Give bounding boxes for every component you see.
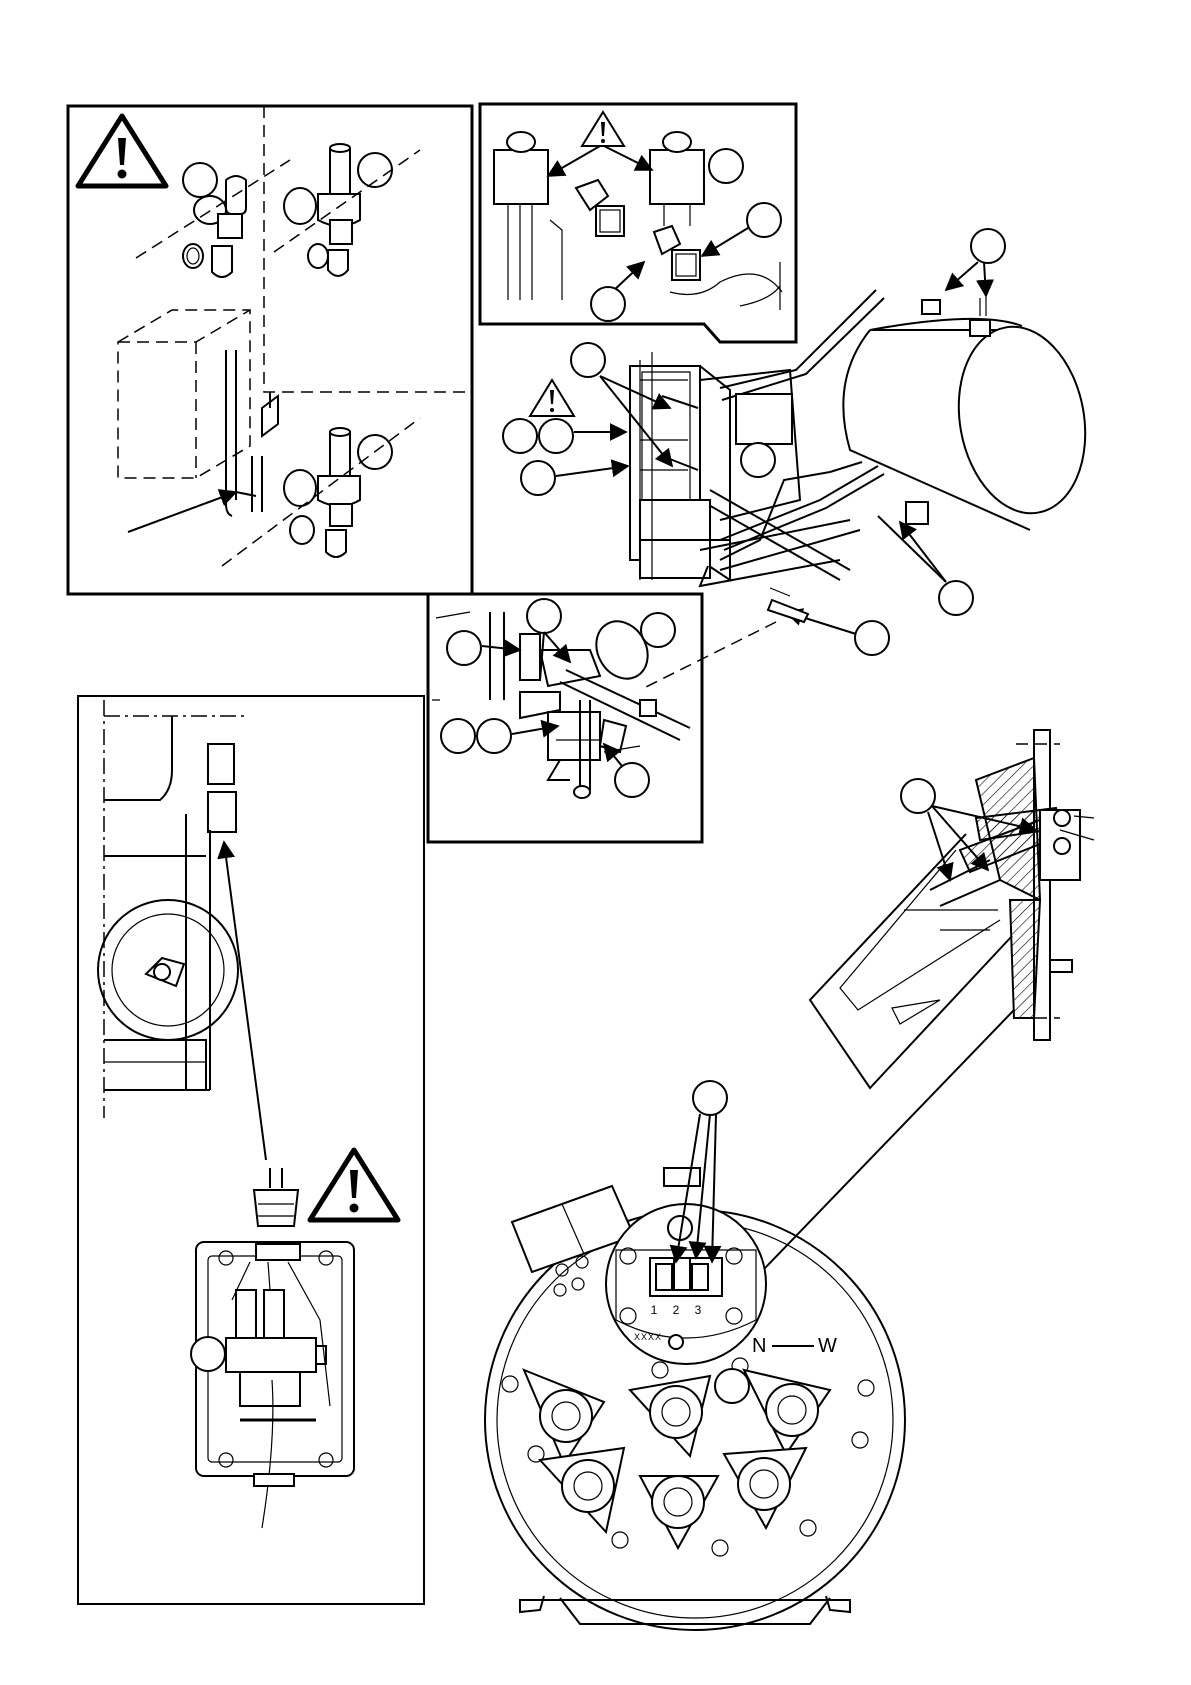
callout-circle: [939, 581, 973, 615]
callout-circle: [615, 763, 649, 797]
warning-icon: [582, 112, 624, 146]
junction-box-panel: [78, 696, 424, 1604]
warning-icon: [530, 380, 574, 416]
solenoid-detail-panel: [480, 104, 796, 342]
direction-label-n: N: [752, 1335, 766, 1357]
nameplate-text: XXXX: [634, 1332, 662, 1342]
terminal-label: 2: [673, 1303, 680, 1317]
warning-icon: [310, 1150, 398, 1220]
element-flange: [744, 1370, 830, 1454]
callout-circle: [641, 613, 675, 647]
callout-circle: [709, 149, 743, 183]
terminal-label: 3: [695, 1303, 702, 1317]
callout-circle: [855, 621, 889, 655]
callout-circle: [971, 229, 1005, 263]
direction-label-w: W: [818, 1335, 837, 1357]
valve-detail-panel: [68, 106, 472, 594]
heater-front-view: 1 2 3 XXXX N W: [485, 1081, 905, 1630]
element-flange: [524, 1370, 604, 1464]
terminal-block: [650, 1258, 722, 1296]
callout-circle: [477, 719, 511, 753]
callout-circle: [521, 461, 555, 495]
terminal-label: 1: [651, 1303, 658, 1317]
callout-circle: [441, 719, 475, 753]
callout-circle: [183, 163, 217, 197]
warning-icon: [78, 116, 166, 186]
element-flange: [640, 1476, 718, 1548]
callout-circle: [741, 443, 775, 477]
callout-circle: [693, 1081, 727, 1115]
callout-circle: [191, 1337, 225, 1371]
valve-drawing: [274, 144, 420, 276]
element-flange: [540, 1448, 624, 1532]
callout-circle: [747, 203, 781, 237]
callout-circle: [447, 631, 481, 665]
callout-circle: [715, 1369, 749, 1403]
callout-circle: [571, 343, 605, 377]
ball-valve-detail-panel: [428, 594, 702, 842]
callout-circle: [901, 779, 935, 813]
element-flange: [724, 1448, 806, 1528]
callout-circle: [539, 419, 573, 453]
callout-circle: [527, 599, 561, 633]
callout-circle: [591, 287, 625, 321]
element-flange: [630, 1376, 710, 1456]
callout-circle: [503, 419, 537, 453]
